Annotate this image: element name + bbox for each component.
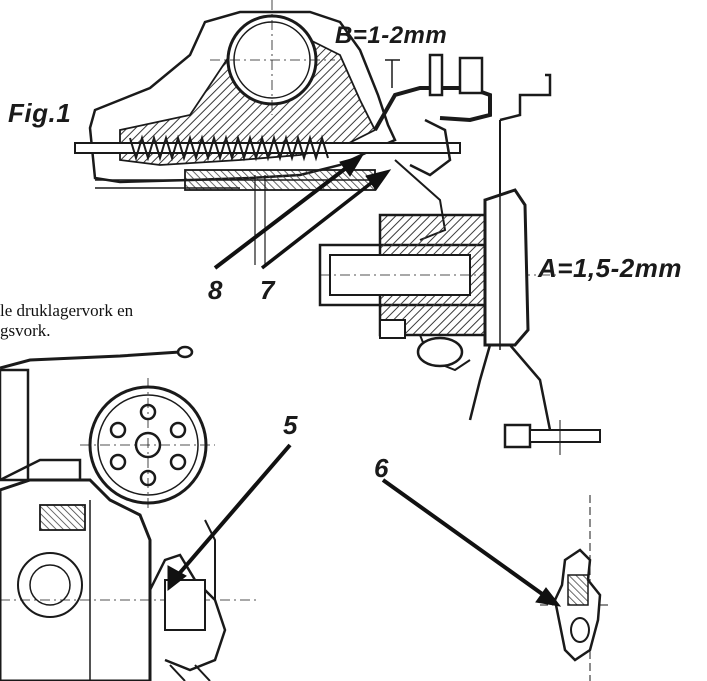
gearbox-assembly <box>0 345 260 681</box>
dimension-b-label: B=1-2mm <box>335 22 448 49</box>
fork-detail <box>540 495 610 681</box>
leader-arrow-6 <box>381 478 562 607</box>
leader-arrows-upper <box>213 155 392 270</box>
caption-line-1: le druklagervork en <box>0 301 134 320</box>
dimension-a-label: A=1,5-2mm <box>538 253 682 283</box>
figure-label: Fig.1 <box>8 98 72 128</box>
clutch-shaft <box>318 188 601 455</box>
callout-8: 8 <box>208 275 223 305</box>
upper-assembly <box>74 0 552 265</box>
gearbox-body <box>0 478 152 681</box>
leader-arrow-5 <box>167 443 292 592</box>
callout-6: 6 <box>374 453 389 483</box>
callout-5: 5 <box>283 410 298 440</box>
callout-7: 7 <box>260 275 275 305</box>
spring <box>129 134 329 162</box>
caption-line-2: gsvork. <box>0 321 51 340</box>
release-bearing <box>483 188 530 347</box>
